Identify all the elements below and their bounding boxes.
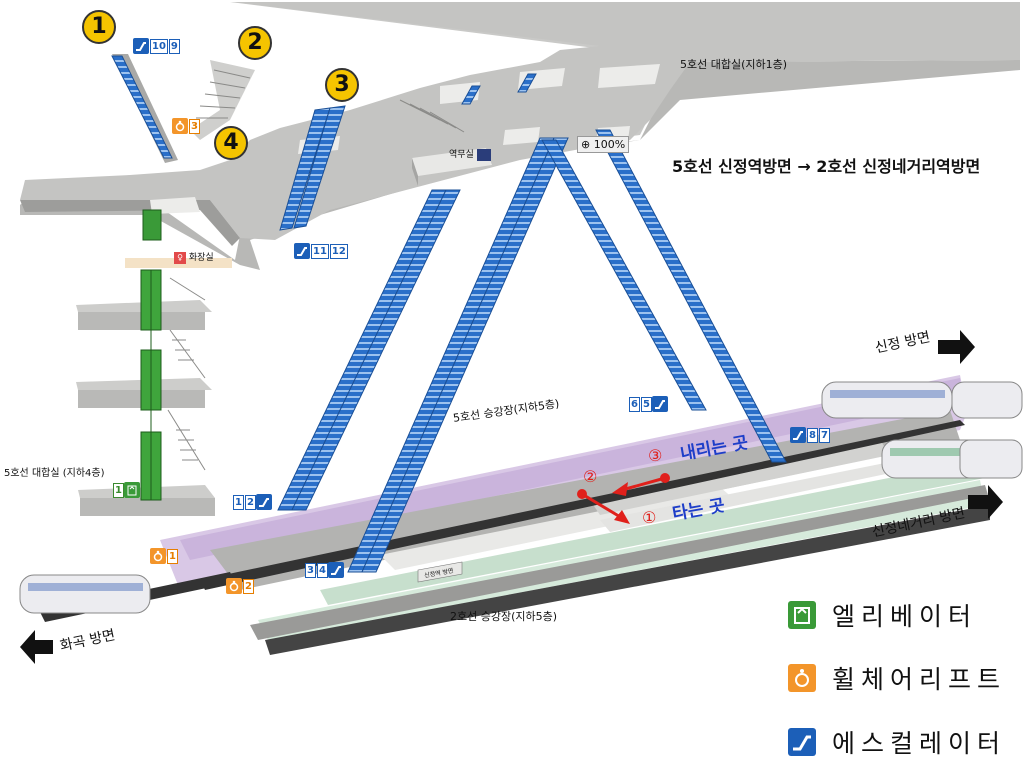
route-marker-1: ①	[642, 508, 657, 527]
legend-wheelchair-lift: 휠체어리프트	[788, 660, 1006, 696]
restroom-label: ♀ 화장실	[174, 250, 214, 264]
escalator-icon	[788, 728, 816, 756]
b4-concourse-label: 5호선 대합실 (지하4층)	[4, 468, 105, 479]
exit-1-marker: 1	[82, 10, 116, 44]
wheelchair-badge-3: 3	[172, 118, 200, 134]
route-marker-3: ③	[648, 446, 663, 465]
escalator-icon	[790, 427, 806, 443]
escalators	[111, 55, 787, 573]
restroom-icon: ♀	[174, 251, 186, 264]
elevator-icon	[788, 601, 816, 629]
office-icon	[476, 148, 491, 161]
escalator-icon	[255, 494, 272, 510]
exit-3-marker: 3	[325, 68, 359, 102]
b1-concourse-label: 5호선 대합실(지하1층)	[680, 58, 788, 71]
elevator-icon	[123, 482, 140, 498]
train-left	[19, 574, 151, 614]
train-right	[881, 439, 1023, 479]
wheelchair-badge-2: 2	[226, 578, 254, 594]
route-arrows	[577, 473, 670, 524]
elevator-badge-1: 1	[112, 482, 140, 498]
route-marker-2: ②	[583, 467, 598, 486]
station-office-label: 역무실	[449, 147, 491, 161]
zoom-indicator[interactable]: ⊕ 100%	[577, 136, 630, 153]
train-top-right	[821, 381, 1023, 419]
wheelchair-lift-icon	[172, 118, 188, 134]
line5-concourse-b1	[20, 2, 1020, 270]
exit-4-marker: 4	[214, 126, 248, 160]
escalator-icon	[651, 396, 668, 412]
page-title: 5호선 신정역방면 → 2호선 신정네거리역방면	[672, 157, 981, 176]
line2-platform-label: 2호선 승강장(지하5층)	[450, 610, 558, 623]
escalator-icon	[327, 562, 344, 578]
wheelchair-badge-1: 1	[150, 548, 178, 564]
wheelchair-lift-icon	[150, 548, 166, 564]
direction-arrows	[20, 330, 1003, 664]
exit-2-marker: 2	[238, 26, 272, 60]
legend-elevator: 엘리베이터	[788, 597, 977, 633]
escalator-icon	[133, 38, 149, 54]
wheelchair-lift-icon	[788, 664, 816, 692]
zoom-icon: ⊕	[581, 138, 591, 151]
wheelchair-lift-icon	[226, 578, 242, 594]
legend-escalator: 에스컬레이터	[788, 724, 1006, 760]
escalator-icon	[294, 243, 310, 259]
